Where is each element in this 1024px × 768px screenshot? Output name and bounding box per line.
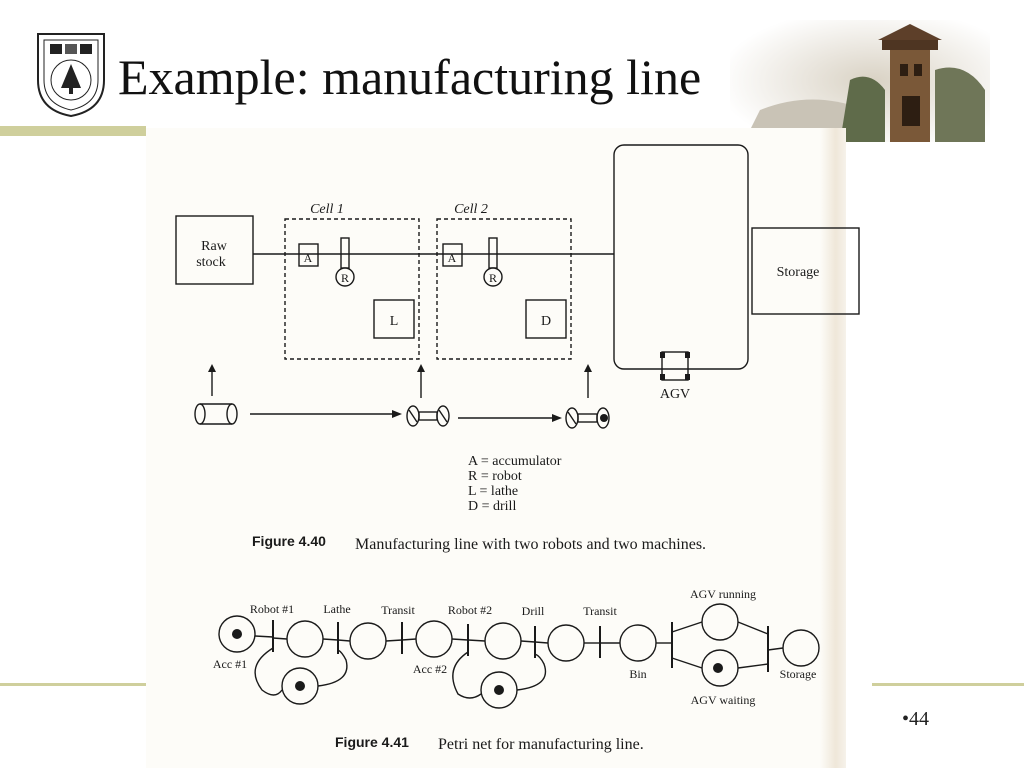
transition-robot-1-label: Robot #1 <box>250 602 294 616</box>
raw-stock-box <box>175 215 254 285</box>
place-acc-1-label: Acc #1 <box>213 657 247 671</box>
place-robot-1 <box>286 620 324 658</box>
place-storage <box>782 629 820 667</box>
figure-441-label: Figure 4.41 <box>335 734 409 750</box>
robot-2-circle <box>483 267 503 287</box>
university-seal-icon <box>37 33 105 118</box>
robot-1-arm <box>340 237 350 269</box>
place-agv-running <box>701 603 739 641</box>
legend-robot: R = robot <box>468 469 522 484</box>
cell-2-label: Cell 2 <box>454 202 488 217</box>
storage-box <box>751 227 860 315</box>
transition-lathe-label: Lathe <box>323 602 350 616</box>
cell-2-box <box>436 218 572 360</box>
footer-rule-right <box>872 683 1024 686</box>
accumulator-2-label: A <box>448 251 457 265</box>
agv-label: AGV <box>660 387 690 402</box>
campus-tower-photo <box>730 20 990 142</box>
agv-loop <box>613 144 749 370</box>
figure-440-caption: Manufacturing line with two robots and t… <box>355 536 706 553</box>
place-drill <box>547 624 585 662</box>
place-bin <box>619 624 657 662</box>
legend-lathe: L = lathe <box>468 484 518 499</box>
scanned-page <box>146 128 840 768</box>
legend-accumulator: A = accumulator <box>468 454 562 469</box>
lathe-label: L <box>390 314 399 329</box>
accumulator-2-box <box>442 243 463 267</box>
legend-drill: D = drill <box>468 499 516 514</box>
page-number: •44 <box>902 708 930 730</box>
lathe-box <box>373 299 415 339</box>
place-agv-running-label: AGV running <box>690 587 756 601</box>
transition-robot-2-label: Robot #2 <box>448 603 492 617</box>
drilled-part-icon <box>565 407 610 429</box>
raw-stock-label-1: Raw <box>201 239 228 254</box>
raw-stock-label-2: stock <box>196 255 226 270</box>
storage-label: Storage <box>777 265 820 280</box>
place-acc-2-label: Acc #2 <box>413 662 447 676</box>
figure-440-label: Figure 4.40 <box>252 533 326 549</box>
agv-vehicle-icon <box>661 351 689 381</box>
place-bin-label: Bin <box>629 667 646 681</box>
transition-drill-label: Drill <box>522 604 545 618</box>
cell-1-label: Cell 1 <box>310 202 344 217</box>
robot-2-arm <box>488 237 498 269</box>
place-lathe <box>349 622 387 660</box>
place-storage-label: Storage <box>780 667 817 681</box>
robot-2-label: R <box>489 271 497 285</box>
robot-1-label: R <box>341 271 349 285</box>
petri-net-diagram: Robot #1 Lathe Transit Robot #2 Drill Tr… <box>213 587 820 753</box>
footer-rule-left <box>0 683 146 686</box>
place-agv-waiting-label: AGV waiting <box>691 693 756 707</box>
raw-part-icon <box>194 403 238 425</box>
drill-box <box>525 299 567 339</box>
transition-transit-2-label: Transit <box>583 604 617 618</box>
accumulator-1-box <box>298 243 319 267</box>
transition-transit-1-label: Transit <box>381 603 415 617</box>
drill-label: D <box>541 314 551 329</box>
accumulator-1-label: A <box>304 251 313 265</box>
place-acc-1 <box>218 615 256 653</box>
cell-1-box <box>284 218 420 360</box>
title-rule <box>0 126 146 136</box>
robot-1-circle <box>335 267 355 287</box>
slide-title: Example: manufacturing line <box>118 49 702 105</box>
place-acc-2 <box>415 620 453 658</box>
manufacturing-line-diagram: Raw stock Cell 1 A R L Cell 2 A R D <box>175 144 860 553</box>
scanned-page-edge <box>820 128 846 768</box>
figure-441-caption: Petri net for manufacturing line. <box>438 736 644 753</box>
place-robot-2 <box>484 622 522 660</box>
turned-part-icon <box>406 405 450 427</box>
